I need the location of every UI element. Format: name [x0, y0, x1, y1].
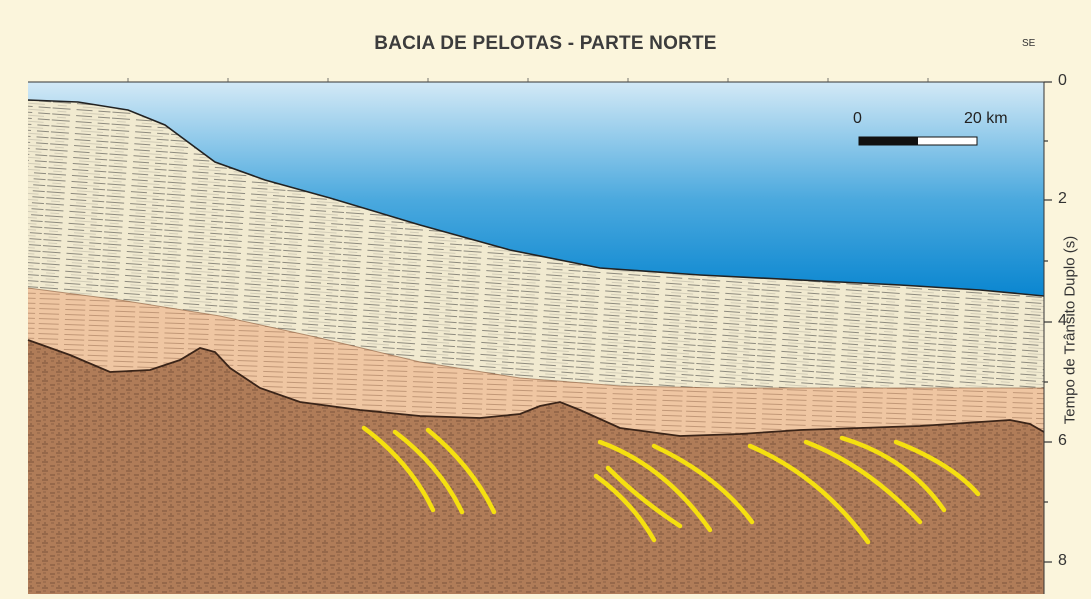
tick-label-6: 6	[1058, 432, 1067, 449]
tick-label-4: 4	[1058, 312, 1067, 329]
basement-top-line	[27, 339, 1045, 437]
fault-1	[361, 425, 436, 513]
tick-label-8: 8	[1058, 552, 1067, 569]
fault-7	[593, 473, 657, 543]
fault-10	[839, 435, 947, 513]
fault-5	[651, 443, 755, 525]
scale-start-label: 0	[853, 110, 862, 127]
water-column	[28, 82, 1044, 296]
scale-bar	[858, 136, 978, 146]
fault-6	[605, 465, 683, 529]
fault-4	[597, 439, 713, 533]
direction-label: SE	[1022, 38, 1036, 49]
fault-8	[747, 443, 871, 545]
fault-9	[803, 439, 923, 525]
fault-traces	[361, 425, 981, 545]
tick-label-2: 2	[1058, 190, 1067, 207]
tick-label-0: 0	[1058, 72, 1067, 89]
fault-3	[425, 427, 497, 515]
scale-end-label: 20 km	[964, 110, 1008, 127]
right-axis-ticks	[1044, 81, 1052, 563]
axis-title: Tempo de Trânsito Duplo (s)	[1061, 235, 1079, 425]
top-axis-ticks	[127, 78, 929, 82]
section-title: BACIA DE PELOTAS - PARTE NORTE	[374, 33, 717, 54]
fault-2	[392, 429, 465, 515]
fault-11	[893, 439, 981, 497]
seafloor-line	[27, 99, 1045, 297]
